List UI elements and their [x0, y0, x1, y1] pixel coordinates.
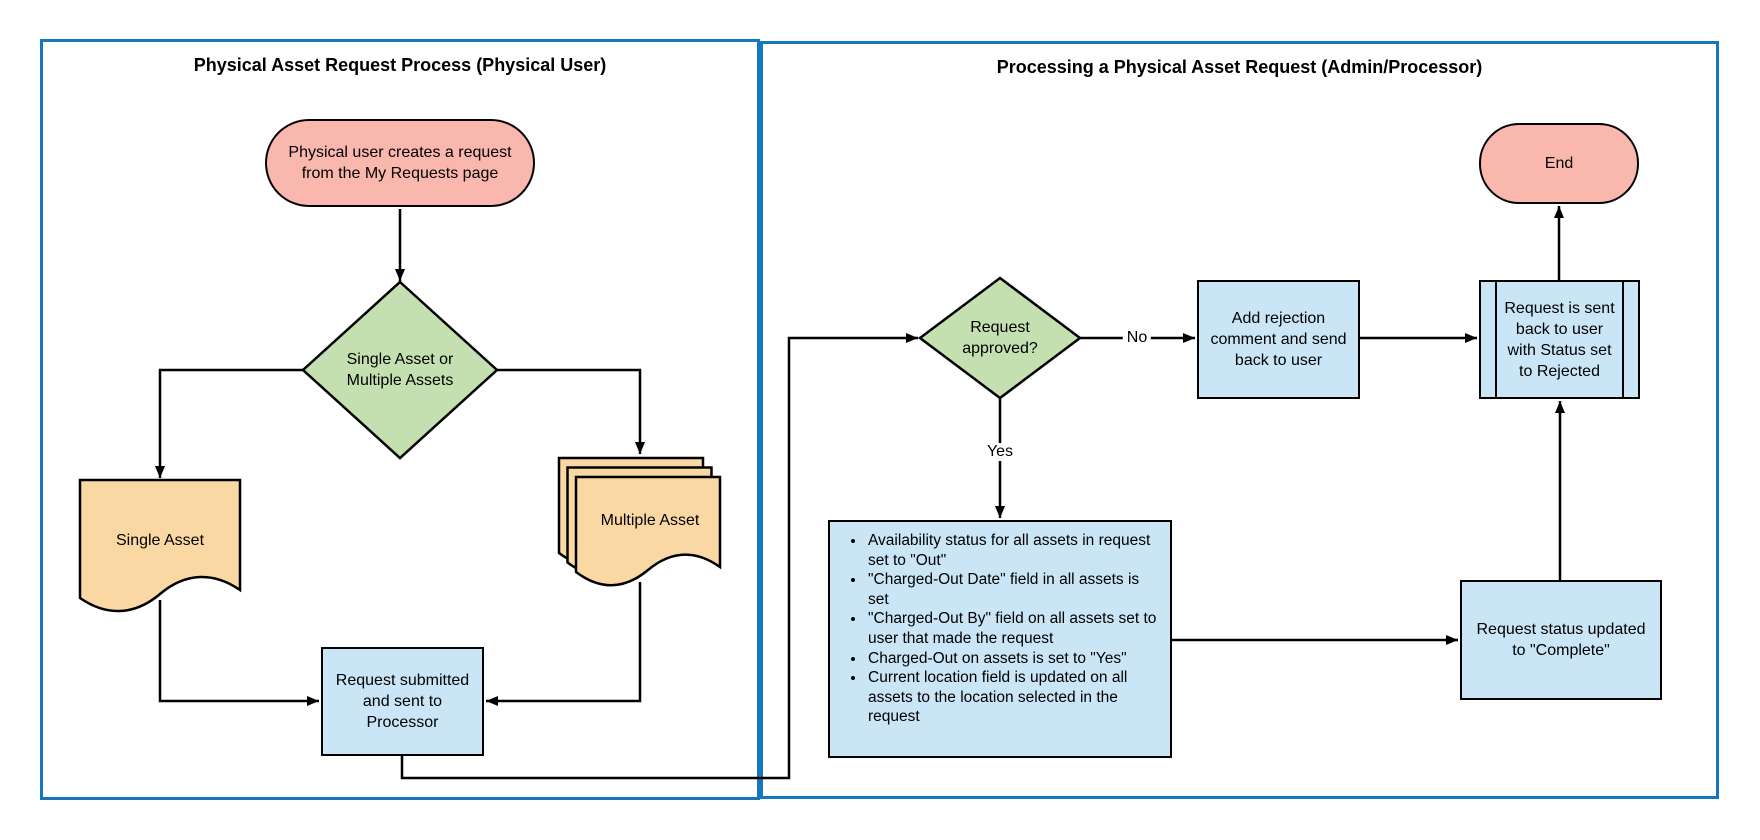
approved-action-item: Current location field is updated on all… — [866, 668, 1162, 727]
multiple-asset-document-shape — [557, 456, 722, 587]
approved-actions-list: Availability status for all assets in re… — [834, 531, 1162, 727]
add-rejection-process: Add rejection comment and send back to u… — [1197, 280, 1360, 399]
start-terminator-label: Physical user creates a request from the… — [288, 144, 512, 182]
connector-single-asset-to-submit — [158, 600, 319, 706]
left-panel-border — [40, 39, 760, 800]
single-asset-document-shape — [78, 478, 242, 613]
right-panel-title: Processing a Physical Asset Request (Adm… — [996, 57, 1483, 77]
end-terminator: End — [1479, 123, 1639, 204]
sent-back-predefined-process: Request is sent back to user with Status… — [1479, 280, 1640, 399]
right-panel-border — [760, 41, 1719, 799]
multiple-asset-page-front — [574, 475, 722, 587]
connector-multiple-asset-to-submit — [486, 582, 642, 706]
end-terminator-label: End — [1544, 155, 1574, 172]
complete-process-label: Request status updated to "Complete" — [1476, 621, 1646, 659]
connector-decision-to-single-asset — [155, 368, 303, 478]
complete-process: Request status updated to "Complete" — [1460, 580, 1662, 700]
approved-actions-process: Availability status for all assets in re… — [828, 520, 1172, 758]
submit-process-label: Request submitted and sent to Processor — [335, 672, 470, 731]
approved-action-item: Availability status for all assets in re… — [866, 531, 1162, 570]
decision-request-approved-shape — [917, 276, 1083, 400]
sent-back-predefined-label: Request is sent back to user with Status… — [1504, 299, 1615, 380]
no-edge-label: No — [1122, 329, 1152, 347]
connector-submit-to-approval-decision — [400, 333, 918, 780]
predefined-right-bar — [1622, 282, 1624, 397]
start-terminator: Physical user creates a request from the… — [265, 119, 535, 207]
predefined-left-bar — [1495, 282, 1497, 397]
approved-action-item: "Charged-Out By" field on all assets set… — [866, 609, 1162, 648]
connector-decision-to-multiple-asset — [497, 368, 645, 454]
decision-single-or-multiple-shape — [301, 280, 499, 460]
approved-action-item: Charged-Out on assets is set to "Yes" — [866, 649, 1162, 669]
add-rejection-process-label: Add rejection comment and send back to u… — [1210, 310, 1347, 369]
left-panel-title: Physical Asset Request Process (Physical… — [193, 55, 607, 75]
approved-action-item: "Charged-Out Date" field in all assets i… — [866, 570, 1162, 609]
yes-edge-label: Yes — [982, 443, 1018, 461]
submit-process: Request submitted and sent to Processor — [321, 647, 484, 756]
